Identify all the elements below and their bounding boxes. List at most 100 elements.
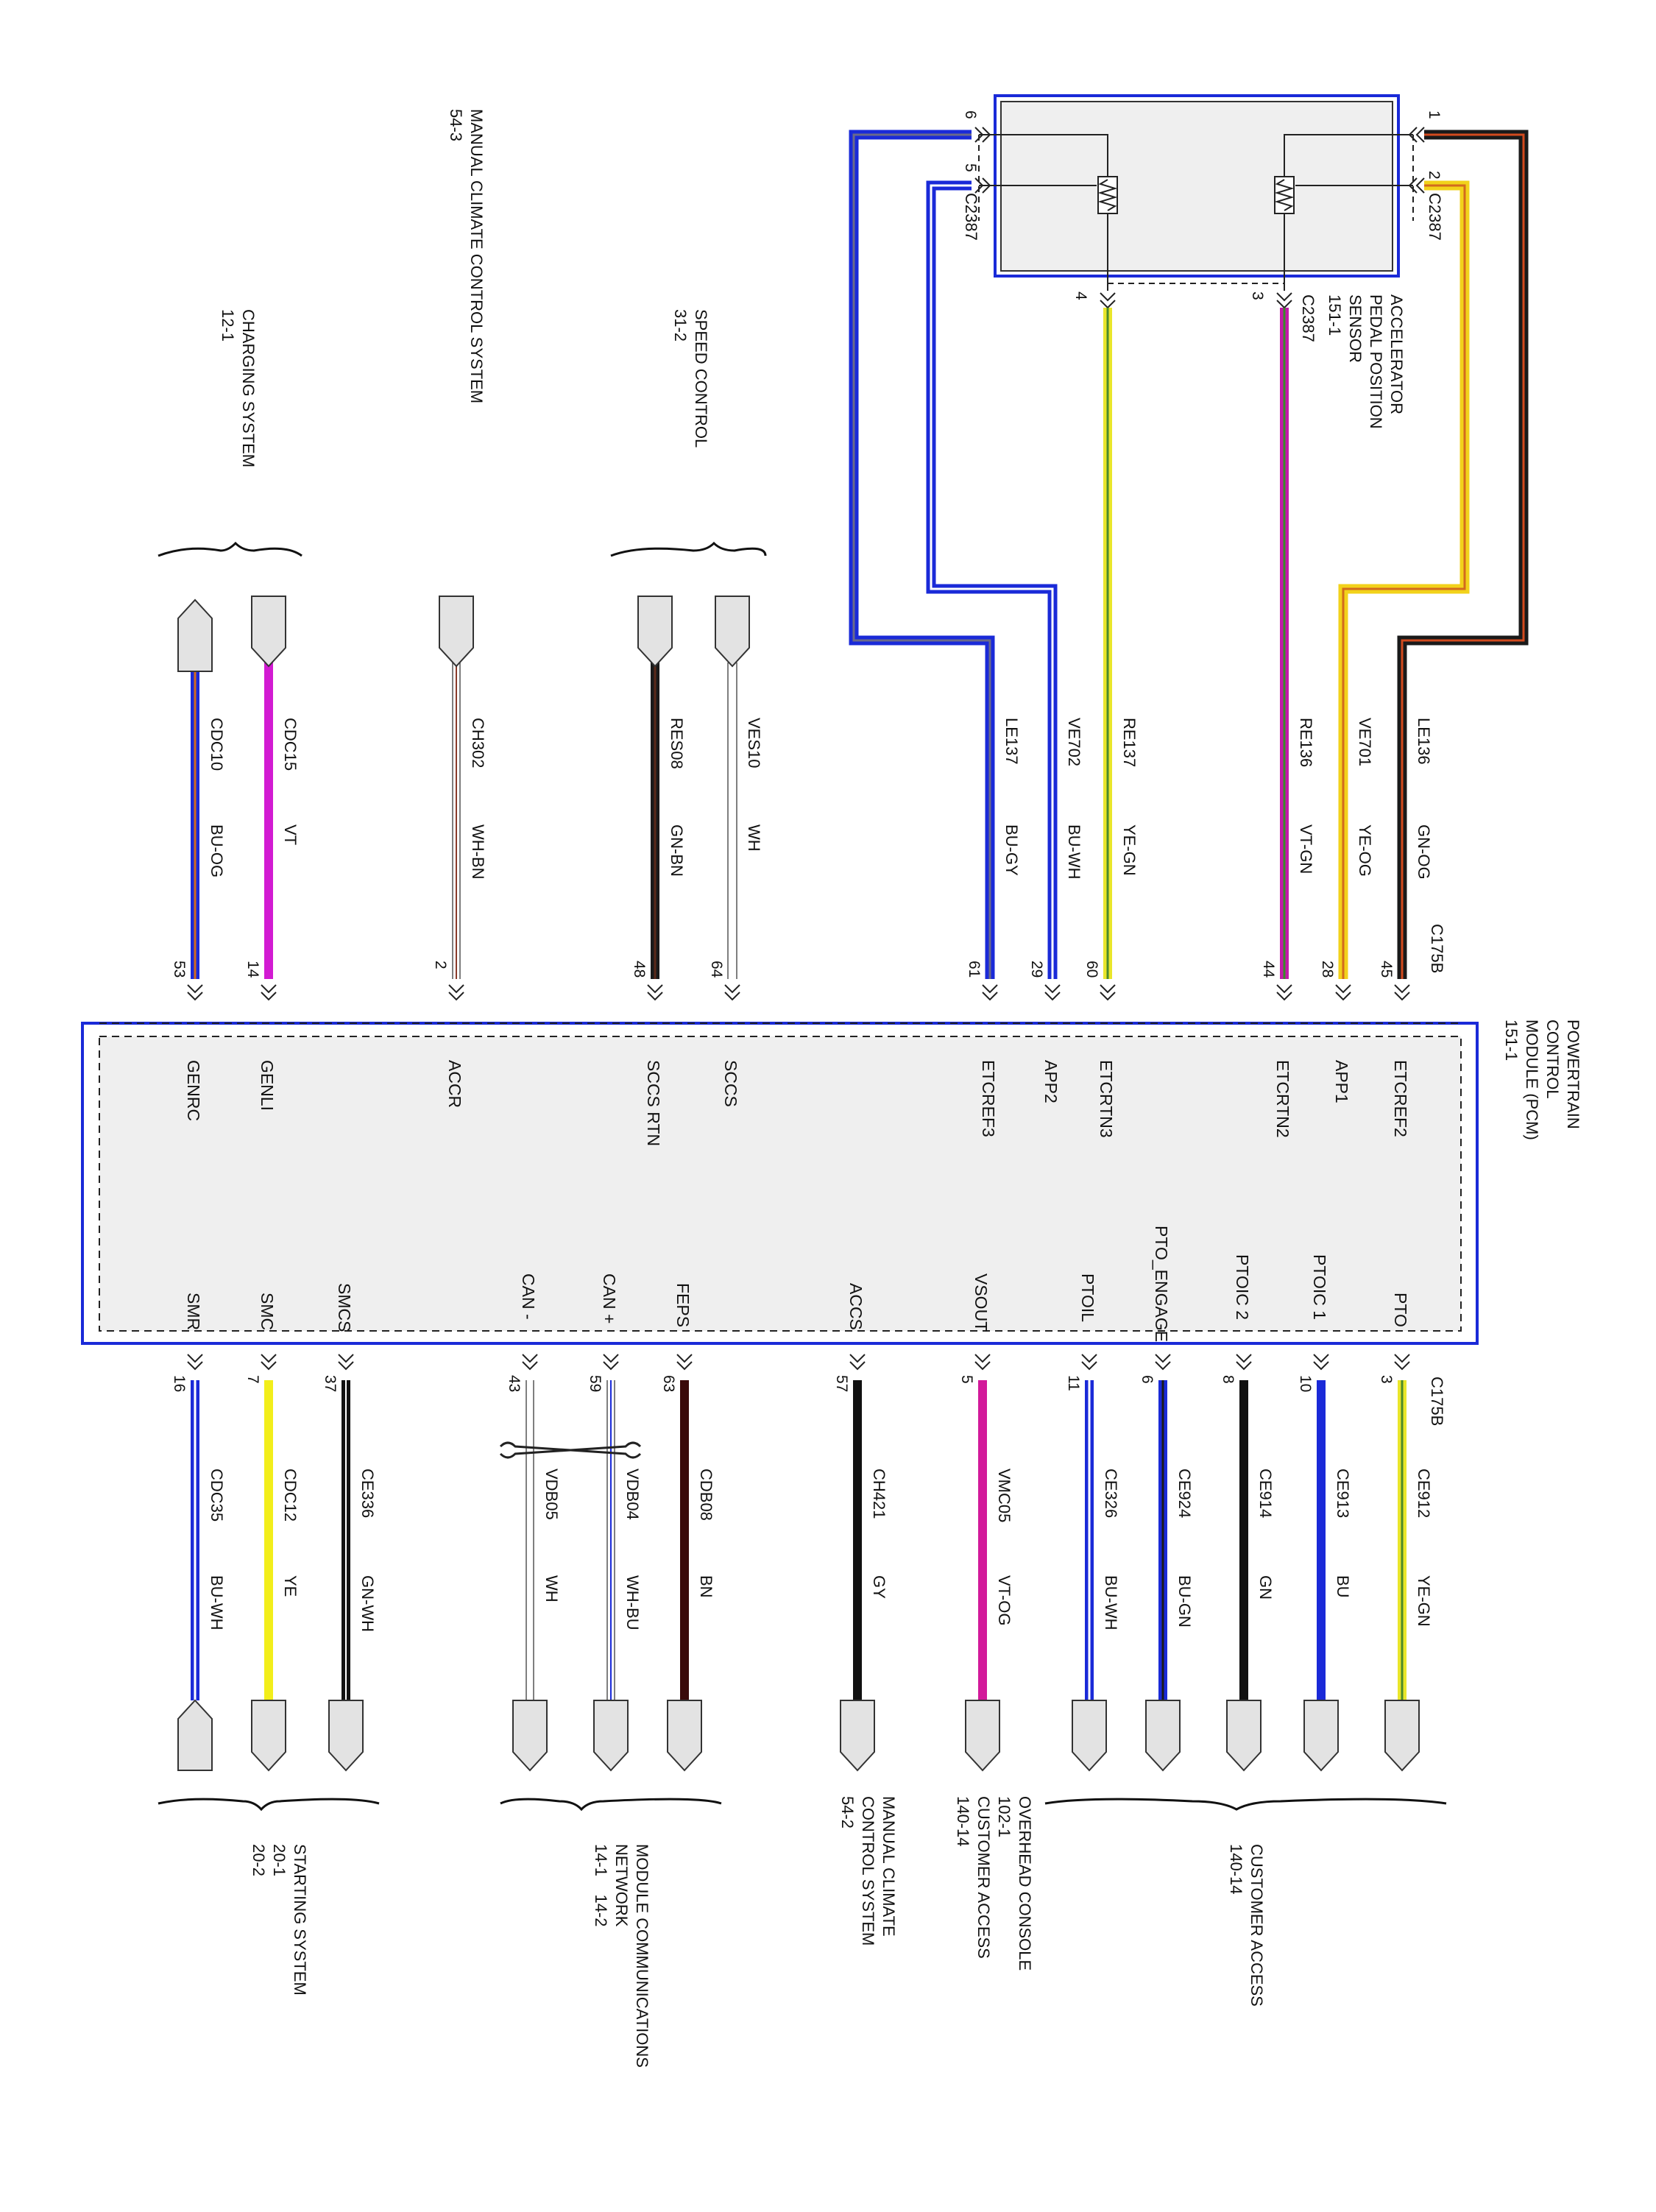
connector-label: C2387 bbox=[1299, 294, 1317, 342]
top-left-harness bbox=[191, 662, 737, 979]
pcm-connector-top: C175B bbox=[1428, 924, 1446, 973]
wire-ch421-circuit: CH421 bbox=[870, 1469, 888, 1519]
wire-ce326-terminal bbox=[1081, 1354, 1097, 1371]
customer-access-ref: 140-14 bbox=[1227, 1844, 1245, 1895]
pcm-pin-re136-signal: ETCRTN2 bbox=[1273, 1060, 1292, 1138]
pcm-pin-vmc05-signal: VSOUT bbox=[972, 1273, 991, 1332]
wire-vmc05-color: VT-OG bbox=[995, 1575, 1013, 1625]
wire-ce914-circuit: CE914 bbox=[1256, 1469, 1275, 1518]
wire-ve702-pin: 29 bbox=[1028, 961, 1045, 978]
wire-ve701-color: YE-OG bbox=[1356, 824, 1374, 877]
wire-re137-color: YE-GN bbox=[1120, 824, 1139, 876]
wire-ce913-terminal bbox=[1313, 1354, 1329, 1371]
pcm-pin-cdc12-signal: SMC bbox=[258, 1293, 277, 1330]
wire-ch421-pin: 57 bbox=[833, 1375, 850, 1392]
wire-ce924-color: BU-GN bbox=[1175, 1575, 1194, 1628]
pcm-pin-le136-signal: ETCREF2 bbox=[1391, 1060, 1410, 1137]
wire-ce336-terminal bbox=[338, 1354, 354, 1371]
module-communications-label2: NETWORK bbox=[612, 1844, 631, 1927]
speed-control-label: SPEED CONTROL bbox=[692, 309, 710, 448]
wire-vdb04-pin: 59 bbox=[587, 1375, 604, 1392]
connector-label: C2387 bbox=[962, 193, 980, 241]
wire-cdc35-circuit: CDC35 bbox=[208, 1469, 226, 1522]
wire-ce326-circuit: CE326 bbox=[1102, 1469, 1120, 1518]
wire-layer: LE136GN-OG45ETCREF2VE701YE-OG28APP1RE136… bbox=[171, 718, 1433, 1632]
pcm-pin-ce326-signal: PTOIL bbox=[1078, 1273, 1097, 1322]
wire-ves10-circuit: VES10 bbox=[745, 718, 763, 768]
brace-icon bbox=[158, 541, 767, 557]
wire-cdb08-terminal bbox=[676, 1354, 693, 1371]
wire-ch302-circuit: CH302 bbox=[469, 718, 487, 768]
wire-ch302-color: WH-BN bbox=[469, 824, 487, 880]
overhead-console-ref: 102-1 bbox=[995, 1796, 1013, 1837]
wire-vdb04-circuit: VDB04 bbox=[623, 1469, 642, 1520]
wire-ve701-pin: 28 bbox=[1319, 961, 1336, 978]
pin-3-label: 3 bbox=[1249, 291, 1266, 300]
starting-system-ref: 20-1 bbox=[270, 1844, 289, 1876]
wire-vdb05-terminal bbox=[522, 1354, 538, 1371]
pcm-module[interactable] bbox=[81, 1022, 1479, 1345]
connector-label: C2387 bbox=[1426, 193, 1444, 241]
overhead-customer-access-label: CUSTOMER ACCESS bbox=[974, 1796, 993, 1959]
pcm-pin-ce913-signal: PTOIC 1 bbox=[1310, 1254, 1329, 1320]
module-communications-ref: 14-1 14-2 bbox=[592, 1844, 610, 1927]
wire-cdc10-circuit: CDC10 bbox=[208, 718, 226, 771]
wire-re137-circuit: RE137 bbox=[1120, 718, 1139, 767]
wire-ce326-pin: 11 bbox=[1065, 1375, 1082, 1391]
wire-cdc35-color: BU-WH bbox=[208, 1575, 226, 1630]
starting-system-label: STARTING SYSTEM bbox=[291, 1844, 309, 1996]
wire-ves10-terminal bbox=[724, 984, 740, 1001]
wire-ce912-circuit: CE912 bbox=[1415, 1469, 1433, 1518]
manual-climate-bottom-label: MANUAL CLIMATE bbox=[880, 1796, 898, 1937]
wire-ce326-color: BU-WH bbox=[1102, 1575, 1120, 1630]
pcm-pin-ve702-signal: APP2 bbox=[1041, 1060, 1061, 1103]
wire-le137-color: BU-GY bbox=[1002, 824, 1021, 876]
pcm-pin-cdc35-signal: SMR bbox=[184, 1293, 203, 1330]
twisted-pair-icon bbox=[499, 1441, 642, 1459]
wire-re136-terminal bbox=[1276, 984, 1292, 1001]
bottom-harness bbox=[191, 1380, 1406, 1700]
pcm-pin-ch421-signal: ACCS bbox=[846, 1283, 866, 1330]
accelerator-pedal-position-sensor[interactable] bbox=[974, 94, 1425, 309]
pcm-pin-cdb08-signal: FEPS bbox=[673, 1283, 693, 1327]
wire-vmc05-pin: 5 bbox=[958, 1375, 975, 1384]
wire-ves10-color: WH bbox=[745, 824, 763, 852]
sensor-harness bbox=[849, 130, 1529, 979]
pcm-pin-cdc10-signal: GENRC bbox=[184, 1060, 203, 1121]
manual-climate-bottom-label2: CONTROL SYSTEM bbox=[859, 1796, 877, 1946]
wire-re136-circuit: RE136 bbox=[1297, 718, 1315, 767]
manual-climate-bottom-ref: 54-2 bbox=[838, 1796, 857, 1828]
wire-le136-circuit: LE136 bbox=[1415, 718, 1433, 765]
brace-icon bbox=[158, 1798, 1447, 1812]
wire-vdb04-color: WH-BU bbox=[623, 1575, 642, 1630]
wire-vdb04-terminal bbox=[603, 1354, 619, 1371]
wire-le136-pin: 45 bbox=[1378, 961, 1395, 978]
wire-res08-color: GN-BN bbox=[668, 824, 686, 877]
sensor-title-line2: PEDAL POSITION bbox=[1367, 294, 1385, 429]
wire-ve701-circuit: VE701 bbox=[1356, 718, 1374, 766]
pcm-ref: 151-1 bbox=[1502, 1020, 1521, 1061]
pcm-pin-ch302-signal: ACCR bbox=[445, 1060, 464, 1108]
sensor-title: ACCELERATOR PEDAL POSITION SENSOR 151-1 bbox=[1326, 294, 1406, 429]
pin-5-label: 5 bbox=[962, 163, 979, 172]
wire-ce336-circuit: CE336 bbox=[358, 1469, 377, 1518]
wire-ce913-circuit: CE913 bbox=[1334, 1469, 1352, 1518]
charging-system-label: CHARGING SYSTEM bbox=[239, 309, 258, 467]
wire-le137-terminal bbox=[982, 984, 998, 1001]
wire-ce914-color: GN bbox=[1256, 1575, 1275, 1600]
pcm-pin-ves10-signal: SCCS bbox=[721, 1060, 740, 1107]
wire-ch421-terminal bbox=[849, 1354, 866, 1371]
wire-cdc10-color: BU-OG bbox=[208, 824, 226, 877]
wire-ce912-pin: 3 bbox=[1378, 1375, 1395, 1384]
wire-ce914-pin: 8 bbox=[1220, 1375, 1236, 1384]
wire-ves10-pin: 64 bbox=[708, 961, 725, 978]
wire-ch421-color: GY bbox=[870, 1575, 888, 1599]
module-communications-label: MODULE COMMUNICATIONS bbox=[633, 1844, 651, 2068]
customer-access-label: CUSTOMER ACCESS bbox=[1248, 1844, 1266, 2007]
wire-cdc12-circuit: CDC12 bbox=[281, 1469, 300, 1522]
wire-le136-terminal bbox=[1394, 984, 1410, 1001]
pcm-pin-cdc15-signal: GENLI bbox=[258, 1060, 277, 1111]
wire-ce336-color: GN-WH bbox=[358, 1575, 377, 1632]
